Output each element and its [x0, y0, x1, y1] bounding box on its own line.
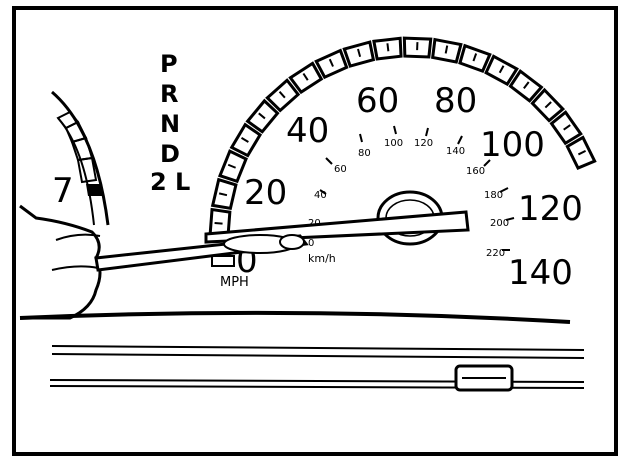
kmh-tick	[457, 135, 463, 145]
bezel-tick	[214, 222, 223, 225]
dash-line	[51, 345, 585, 351]
bezel-tick	[472, 53, 478, 62]
bezel-tick	[240, 137, 249, 143]
kmh-tick	[505, 217, 515, 221]
mph-scale: 20 40 60 80 100 120 140	[244, 81, 583, 293]
gear-2: 2	[150, 168, 167, 196]
mph-label-40: 40	[286, 111, 329, 151]
kmh-label-140: 140	[446, 146, 465, 157]
tach-label: 7	[52, 171, 74, 211]
kmh-label-200: 200	[490, 218, 509, 229]
hand-with-tool	[19, 204, 309, 320]
tach-segment	[70, 136, 94, 162]
bezel-tick	[563, 124, 571, 131]
kmh-label-220: 220	[486, 248, 505, 259]
kmh-tick	[425, 127, 429, 137]
mph-label-80: 80	[434, 81, 477, 121]
finger-line	[51, 265, 99, 271]
kmh-tick	[499, 187, 509, 193]
zero-stop-pin	[211, 255, 235, 267]
bezel-tick	[258, 112, 266, 120]
bezel-tick	[302, 72, 309, 81]
tachometer: 7	[51, 90, 110, 226]
speedometer-bezel	[208, 36, 597, 238]
kmh-tick	[319, 189, 327, 195]
bezel-tick	[278, 91, 286, 99]
kmh-label-120: 120	[414, 138, 433, 149]
dash-edge	[19, 310, 571, 324]
bezel-tick	[444, 45, 449, 54]
bezel-tick	[357, 48, 362, 58]
kmh-label-80: 80	[358, 148, 371, 159]
tach-redline-mark	[86, 184, 104, 196]
mph-label-20: 20	[244, 173, 287, 213]
bezel-tick	[523, 81, 530, 90]
bezel-tick	[577, 149, 587, 156]
finger-line	[55, 233, 101, 241]
kmh-unit-label: km/h	[308, 252, 336, 265]
gear-p: P	[160, 50, 178, 78]
gear-d: D	[160, 140, 180, 168]
kmh-label-0: 0	[308, 238, 314, 249]
gear-selector: P R N D 2 L	[150, 50, 190, 196]
gear-l: L	[175, 168, 190, 196]
hand	[19, 204, 102, 320]
kmh-label-60: 60	[334, 164, 347, 175]
diagram-frame	[12, 6, 618, 456]
mph-unit-label: MPH	[220, 275, 249, 290]
kmh-tick	[483, 159, 491, 167]
bezel-tick	[218, 192, 228, 197]
kmh-label-180: 180	[484, 190, 503, 201]
dashboard-trim	[19, 310, 585, 392]
mph-label-60: 60	[356, 81, 399, 121]
kmh-label-40: 40	[314, 190, 327, 201]
tool-tip-end	[279, 234, 305, 250]
kmh-tick	[325, 157, 333, 165]
gear-n: N	[160, 110, 180, 138]
gear-r: R	[160, 80, 178, 108]
bezel-tick	[498, 65, 505, 74]
tach-segment	[76, 156, 98, 184]
mph-label-100: 100	[480, 125, 545, 165]
dash-line	[51, 353, 585, 359]
kmh-tick	[359, 133, 363, 143]
mph-label-140: 140	[508, 253, 573, 293]
bezel-tick	[386, 43, 390, 52]
mph-label-120: 120	[518, 189, 583, 229]
bezel-tick	[227, 163, 236, 169]
kmh-tick	[393, 125, 397, 135]
kmh-label-160: 160	[466, 166, 485, 177]
bezel-tick	[544, 101, 552, 109]
kmh-label-100: 100	[384, 138, 403, 149]
bezel-tick	[328, 58, 334, 67]
